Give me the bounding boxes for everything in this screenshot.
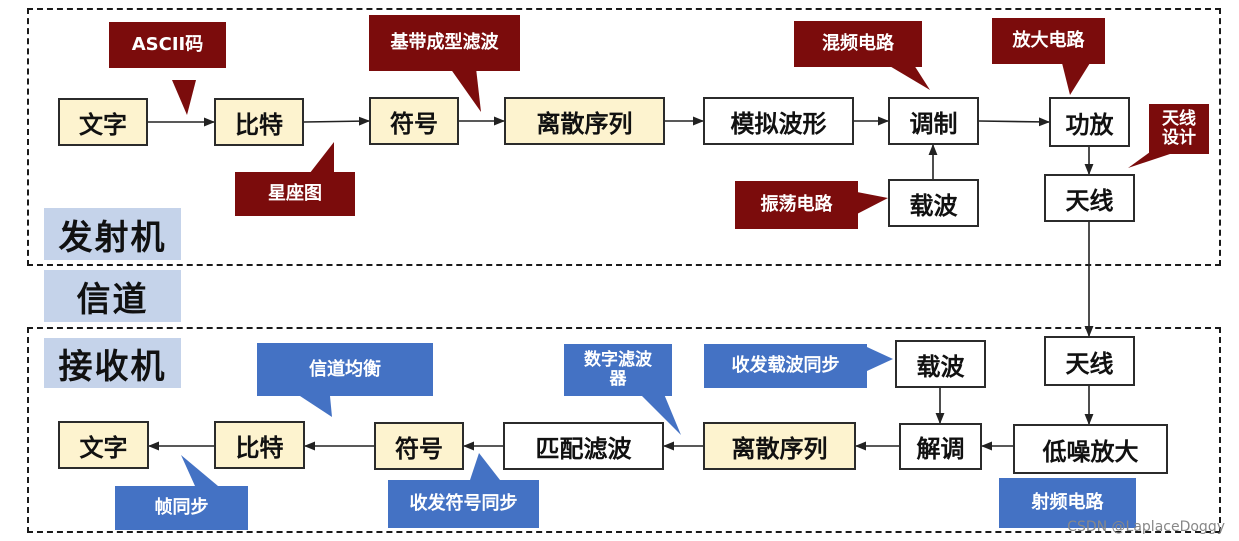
pointer-symbol-sync xyxy=(470,453,500,480)
note-oscillator: 振荡电路 xyxy=(735,181,858,229)
rx-demod-block: 解调 xyxy=(899,423,982,470)
pointer-equalizer xyxy=(300,396,332,417)
note-antenna-design: 天线设计 xyxy=(1149,104,1209,154)
rx-symbols-block: 符号 xyxy=(374,422,464,470)
note-pa-circuit: 放大电路 xyxy=(992,18,1105,64)
pointer-oscillator xyxy=(857,192,888,214)
pointer-pa xyxy=(1062,63,1090,95)
receiver-label: 接收机 xyxy=(44,338,181,388)
tx-waveform-block: 模拟波形 xyxy=(703,97,854,145)
rx-bits-block: 比特 xyxy=(214,421,305,469)
note-symbol-sync: 收发符号同步 xyxy=(388,480,539,528)
rx-antenna-block: 天线 xyxy=(1044,336,1135,386)
arrow-bits-symbols xyxy=(303,116,371,126)
transmitter-region xyxy=(27,8,1221,266)
rx-text-block: 文字 xyxy=(58,421,149,469)
pointer-mixer xyxy=(888,65,930,90)
tx-bits-block: 比特 xyxy=(214,98,304,146)
pointer-digital-filter xyxy=(640,394,681,435)
note-equalizer: 信道均衡 xyxy=(257,343,433,396)
pointer-carrier-sync xyxy=(867,347,893,371)
arrow-modulate-amp xyxy=(978,117,1051,127)
receiver-region xyxy=(27,327,1221,533)
tx-carrier-block: 载波 xyxy=(888,179,979,227)
watermark: CSDN @LaplaceDoggy xyxy=(1067,519,1225,535)
note-ascii: ASCII码 xyxy=(109,22,226,68)
rx-sequence-block: 离散序列 xyxy=(703,422,856,470)
note-constellation: 星座图 xyxy=(235,172,355,216)
note-digital-filter: 数字滤波器 xyxy=(564,344,672,396)
tx-amp-block: 功放 xyxy=(1049,97,1130,147)
note-frame-sync: 帧同步 xyxy=(115,486,248,530)
rx-matched-filter-block: 匹配滤波 xyxy=(503,422,664,470)
tx-modulate-block: 调制 xyxy=(888,97,979,145)
note-shaping: 基带成型滤波 xyxy=(369,15,520,71)
pointer-constellation xyxy=(306,142,334,178)
pointer-frame-sync xyxy=(181,455,218,486)
transmitter-label: 发射机 xyxy=(44,208,181,260)
tx-text-block: 文字 xyxy=(58,98,148,146)
pointer-shaping xyxy=(450,68,481,112)
note-mixer: 混频电路 xyxy=(794,21,922,67)
note-rf-circuit: 射频电路 xyxy=(999,478,1136,528)
pointer-antenna-design xyxy=(1128,152,1176,168)
rx-lna-block: 低噪放大 xyxy=(1013,424,1168,474)
rx-carrier-block: 载波 xyxy=(895,340,986,388)
note-carrier-sync: 收发载波同步 xyxy=(704,344,867,388)
tx-sequence-block: 离散序列 xyxy=(504,97,665,145)
channel-label: 信道 xyxy=(44,270,181,322)
tx-symbols-block: 符号 xyxy=(369,97,459,145)
pointer-ascii xyxy=(172,80,196,115)
tx-antenna-block: 天线 xyxy=(1044,174,1135,222)
